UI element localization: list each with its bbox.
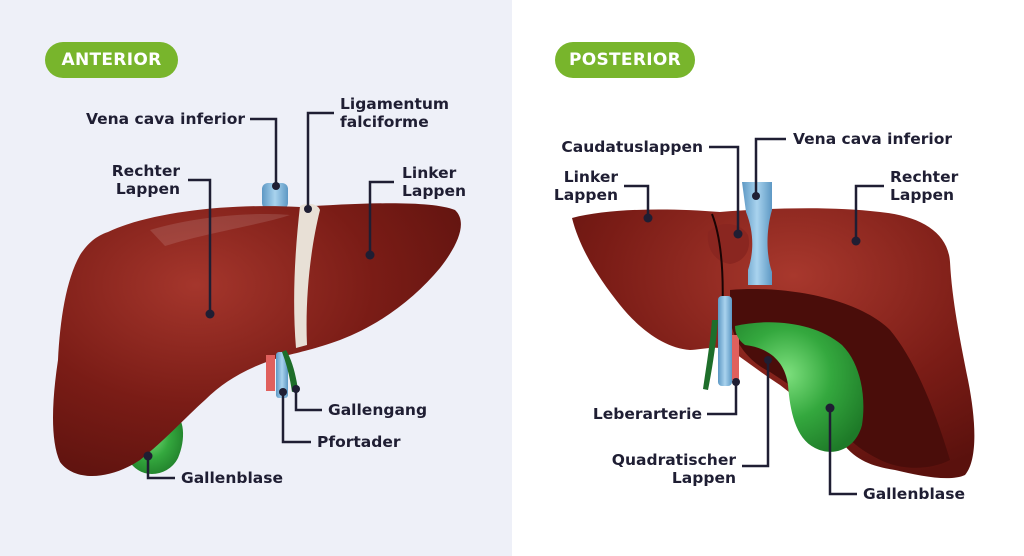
anterior-ligamentum	[294, 203, 320, 348]
label-anterior-gallenblase: Gallenblase	[181, 469, 283, 487]
label-anterior-pfortader: Pfortader	[317, 433, 401, 451]
label-posterior-leberarterie: Leberarterie	[592, 405, 702, 423]
label-anterior-linker-lappen: Linker Lappen	[402, 164, 467, 200]
label-anterior-vena-cava: Vena cava inferior	[85, 110, 245, 128]
label-posterior-linker-lappen: Linker Lappen	[553, 168, 618, 204]
label-posterior-quadratischer-lappen: Quadratischer Lappen	[611, 451, 736, 487]
anterior-liver	[53, 183, 461, 477]
posterior-view-badge: POSTERIOR	[555, 42, 695, 78]
posterior-portal-vein-vessel	[718, 296, 732, 386]
anterior-view-badge: ANTERIOR	[45, 42, 178, 78]
anterior-artery-vessel	[266, 355, 275, 391]
leader-dots	[143, 182, 861, 461]
label-anterior-rechter-lappen: Rechter Lappen	[111, 162, 180, 198]
label-anterior-ligamentum: Ligamentum falciforme	[340, 95, 450, 131]
posterior-gallbladder	[735, 322, 864, 452]
anterior-vena-cava-vessel	[262, 183, 288, 209]
label-anterior-gallengang: Gallengang	[328, 401, 428, 419]
anterior-liver-body	[53, 203, 461, 477]
label-posterior-rechter-lappen: Rechter Lappen	[890, 168, 959, 204]
posterior-vena-cava-vessel	[742, 182, 772, 285]
posterior-liver	[572, 182, 975, 479]
label-posterior-gallenblase: Gallenblase	[863, 485, 965, 503]
posterior-artery-vessel	[732, 335, 739, 380]
posterior-bile-duct-vessel	[703, 320, 718, 390]
anterior-portal-vein-vessel	[276, 352, 288, 398]
label-posterior-vena-cava: Vena cava inferior	[793, 130, 953, 148]
leader-lines	[146, 111, 884, 496]
label-posterior-caudatuslappen: Caudatuslappen	[561, 138, 703, 156]
anterior-bile-duct-vessel	[282, 350, 298, 392]
